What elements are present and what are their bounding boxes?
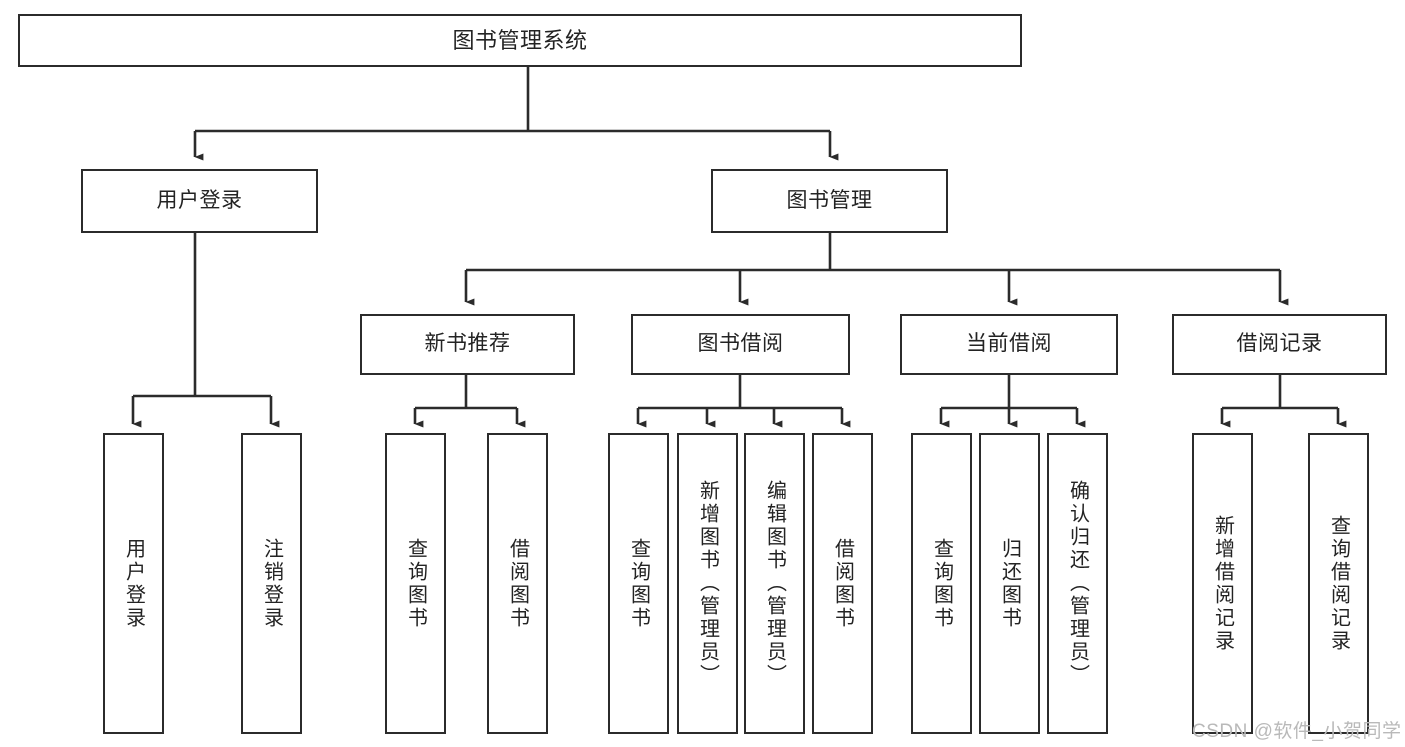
node-book-borrow[interactable]: 图书借阅	[631, 314, 850, 375]
node-label: 用户登录	[156, 188, 243, 212]
leaf-add-book-admin[interactable]: 新增图书（管理员）	[677, 433, 738, 734]
node-label: 查询图书	[404, 537, 427, 630]
node-label: 借阅记录	[1236, 332, 1323, 356]
node-label: 确认归还（管理员）	[1066, 480, 1089, 687]
node-label: 图书借阅	[697, 332, 784, 356]
node-label: 查询借阅记录	[1327, 514, 1350, 653]
node-label: 查询图书	[930, 537, 953, 630]
leaf-borrow-book-recommend[interactable]: 借阅图书	[487, 433, 548, 734]
leaf-logout[interactable]: 注销登录	[241, 433, 302, 734]
node-label: 当前借阅	[966, 332, 1052, 356]
node-label: 图书管理	[786, 188, 873, 212]
leaf-query-book-current[interactable]: 查询图书	[911, 433, 972, 734]
leaf-borrow-book[interactable]: 借阅图书	[812, 433, 873, 734]
node-label: 查询图书	[627, 537, 650, 630]
node-label: 用户登录	[122, 537, 145, 630]
node-label: 注销登录	[260, 537, 283, 630]
node-label: 借阅图书	[831, 537, 854, 630]
node-new-book-recommend[interactable]: 新书推荐	[360, 314, 575, 375]
node-borrow-records[interactable]: 借阅记录	[1172, 314, 1387, 375]
node-label: 新书推荐	[424, 332, 511, 356]
leaf-return-book[interactable]: 归还图书	[979, 433, 1040, 734]
node-label: 归还图书	[998, 537, 1021, 630]
node-book-management[interactable]: 图书管理	[711, 169, 948, 233]
node-label: 编辑图书（管理员）	[763, 480, 786, 687]
node-label: 新增图书（管理员）	[696, 480, 719, 687]
leaf-edit-book-admin[interactable]: 编辑图书（管理员）	[744, 433, 805, 734]
node-current-borrow[interactable]: 当前借阅	[900, 314, 1118, 375]
leaf-query-book-recommend[interactable]: 查询图书	[385, 433, 446, 734]
node-label: 新增借阅记录	[1211, 514, 1234, 653]
node-label: 借阅图书	[506, 537, 529, 630]
node-user-login[interactable]: 用户登录	[81, 169, 318, 233]
leaf-add-borrow-record[interactable]: 新增借阅记录	[1192, 433, 1253, 734]
watermark-text: CSDN @软件_小贺同学	[1192, 721, 1402, 742]
leaf-confirm-return-admin[interactable]: 确认归还（管理员）	[1047, 433, 1108, 734]
leaf-user-login[interactable]: 用户登录	[103, 433, 164, 734]
leaf-query-book-borrow[interactable]: 查询图书	[608, 433, 669, 734]
node-label: 图书管理系统	[452, 27, 588, 53]
leaf-query-borrow-record[interactable]: 查询借阅记录	[1308, 433, 1369, 734]
node-root-system[interactable]: 图书管理系统	[18, 14, 1022, 67]
